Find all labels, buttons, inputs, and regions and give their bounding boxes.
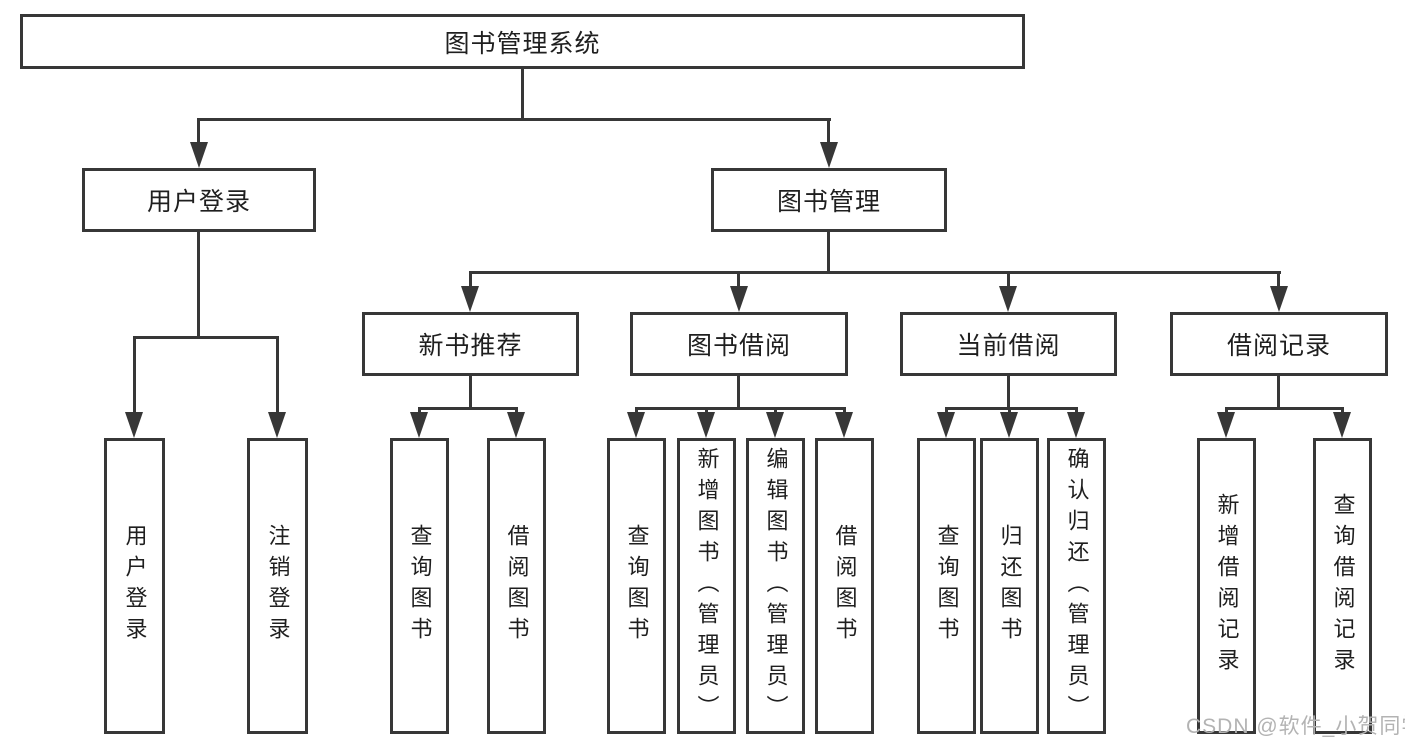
- node-label: 图书借阅: [686, 332, 791, 360]
- arrow-down-icon: [507, 412, 525, 438]
- connector-line: [1277, 271, 1280, 288]
- node-book-management: 图书管理: [711, 168, 947, 232]
- leaf-label: 借阅图书: [504, 524, 530, 648]
- node-user-login: 用户登录: [82, 168, 316, 232]
- connector-line: [827, 232, 830, 271]
- arrow-down-icon: [627, 412, 645, 438]
- connector-line: [133, 336, 136, 414]
- connector-line: [197, 232, 200, 336]
- leaf-user-login: 用户登录: [104, 438, 165, 734]
- connector-line: [843, 407, 846, 415]
- leaf-records-add-record: 新增借阅记录: [1197, 438, 1256, 734]
- arrow-down-icon: [820, 142, 838, 168]
- connector-line: [737, 376, 740, 407]
- connector-line: [1277, 376, 1280, 407]
- node-label: 图书管理系统: [444, 29, 601, 58]
- node-label: 当前借阅: [956, 332, 1061, 360]
- connector-line: [705, 407, 708, 415]
- connector-line: [1225, 407, 1228, 415]
- connector-line: [197, 118, 831, 121]
- connector-line: [1008, 407, 1011, 415]
- connector-line: [1007, 376, 1010, 407]
- connector-line: [1341, 407, 1344, 415]
- node-borrow-records: 借阅记录: [1170, 312, 1388, 376]
- connector-line: [515, 407, 518, 415]
- leaf-current-return-books: 归还图书: [980, 438, 1039, 734]
- arrow-down-icon: [1067, 412, 1085, 438]
- csdn-watermark: CSDN @软件_小贺同学: [1186, 715, 1405, 738]
- node-label: 新书推荐: [418, 332, 523, 360]
- leaf-label: 新增图书（管理员）: [694, 446, 720, 726]
- arrow-down-icon: [1333, 412, 1351, 438]
- arrow-down-icon: [410, 412, 428, 438]
- connector-line: [827, 118, 830, 144]
- arrow-down-icon: [835, 412, 853, 438]
- leaf-logout: 注销登录: [247, 438, 308, 734]
- node-current-borrow: 当前借阅: [900, 312, 1117, 376]
- connector-line: [945, 407, 1078, 410]
- leaf-borrow-borrow-books: 借阅图书: [815, 438, 874, 734]
- arrow-down-icon: [268, 412, 286, 438]
- leaf-label: 查询图书: [624, 524, 650, 648]
- arrow-down-icon: [190, 142, 208, 168]
- connector-line: [133, 336, 279, 339]
- node-label: 图书管理: [776, 188, 881, 216]
- connector-line: [469, 271, 1281, 274]
- leaf-borrow-edit-book-admin: 编辑图书（管理员）: [746, 438, 805, 734]
- connector-line: [418, 407, 421, 415]
- arrow-down-icon: [999, 286, 1017, 312]
- connector-line: [276, 336, 279, 414]
- leaf-label: 查询图书: [934, 524, 960, 648]
- connector-line: [521, 69, 524, 118]
- connector-line: [774, 407, 777, 415]
- connector-line: [737, 271, 740, 288]
- leaf-label: 新增借阅记录: [1214, 493, 1240, 679]
- leaf-label: 借阅图书: [832, 524, 858, 648]
- leaf-label: 确认归还（管理员）: [1064, 446, 1090, 726]
- leaf-label: 查询图书: [407, 524, 433, 648]
- leaf-current-query-books: 查询图书: [917, 438, 976, 734]
- leaf-borrow-add-book-admin: 新增图书（管理员）: [677, 438, 736, 734]
- leaf-newbook-borrow-books: 借阅图书: [487, 438, 546, 734]
- leaf-label: 归还图书: [997, 524, 1023, 648]
- leaf-current-confirm-return-admin: 确认归还（管理员）: [1047, 438, 1106, 734]
- node-book-borrow: 图书借阅: [630, 312, 848, 376]
- leaf-label: 注销登录: [265, 524, 291, 648]
- node-library-management-system: 图书管理系统: [20, 14, 1025, 69]
- connector-line: [1225, 407, 1344, 410]
- connector-line: [635, 407, 638, 415]
- connector-line: [418, 407, 518, 410]
- connector-line: [945, 407, 948, 415]
- arrow-down-icon: [1000, 412, 1018, 438]
- arrow-down-icon: [697, 412, 715, 438]
- arrow-down-icon: [730, 286, 748, 312]
- leaf-newbook-query-books: 查询图书: [390, 438, 449, 734]
- leaf-records-query-record: 查询借阅记录: [1313, 438, 1372, 734]
- leaf-label: 用户登录: [122, 524, 148, 648]
- arrow-down-icon: [766, 412, 784, 438]
- connector-line: [635, 407, 846, 410]
- leaf-label: 查询借阅记录: [1330, 493, 1356, 679]
- arrow-down-icon: [1217, 412, 1235, 438]
- arrow-down-icon: [1270, 286, 1288, 312]
- leaf-label: 编辑图书（管理员）: [763, 446, 789, 726]
- connector-line: [1075, 407, 1078, 415]
- arrow-down-icon: [125, 412, 143, 438]
- node-new-book-recommend: 新书推荐: [362, 312, 579, 376]
- arrow-down-icon: [461, 286, 479, 312]
- connector-line: [1007, 271, 1010, 288]
- connector-line: [469, 271, 472, 288]
- leaf-borrow-query-books: 查询图书: [607, 438, 666, 734]
- node-label: 用户登录: [146, 188, 251, 216]
- node-label: 借阅记录: [1226, 332, 1331, 360]
- arrow-down-icon: [937, 412, 955, 438]
- connector-line: [197, 118, 200, 144]
- connector-line: [469, 376, 472, 407]
